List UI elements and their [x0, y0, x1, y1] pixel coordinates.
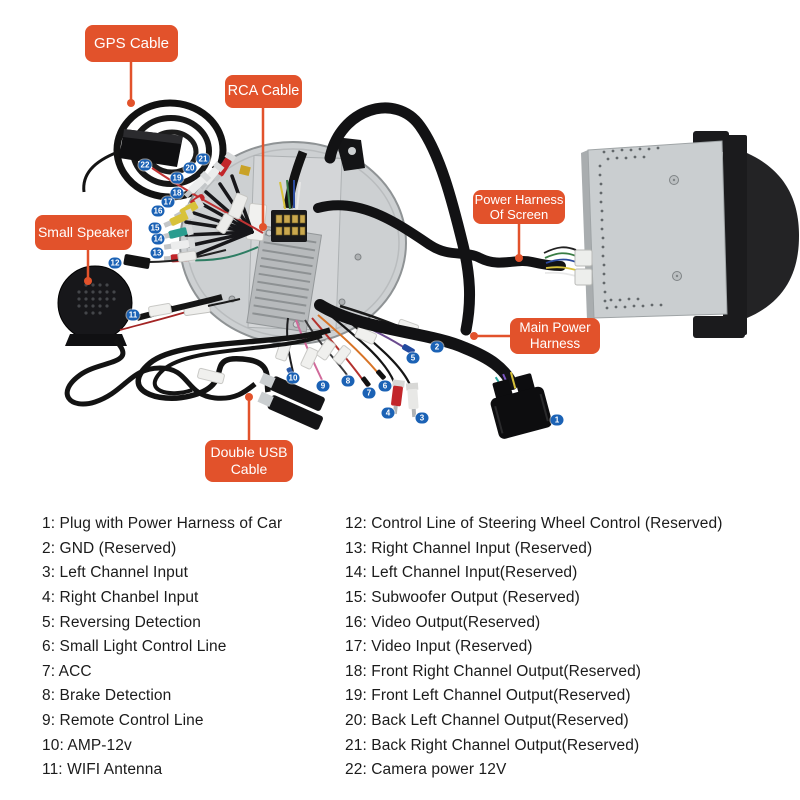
legend-item: 3: Left Channel Input	[42, 564, 189, 582]
legend-item: 2: GND (Reserved)	[42, 539, 177, 557]
wire-legend: 1: Plug with Power Harness of Car 2: GND…	[42, 512, 785, 783]
steering-wheel-control-wire	[123, 249, 227, 269]
legend-column-left: 1: Plug with Power Harness of Car 2: GND…	[42, 512, 345, 783]
rca-cable-bundle	[123, 151, 264, 269]
callout-double-usb-cable: Double USB Cable	[205, 440, 293, 482]
wire-number-badge: 14	[151, 233, 165, 245]
wire-number-badge: 5	[406, 352, 420, 364]
heatsink	[246, 225, 323, 333]
car-power-plug	[490, 371, 552, 439]
screen-unit	[581, 131, 799, 338]
small-speaker	[57, 265, 257, 407]
wire-number-badge: 21	[196, 153, 210, 165]
chassis-screws	[669, 175, 682, 281]
wire-number-badge: 17	[161, 196, 175, 208]
wire-number-badge: 3	[415, 412, 429, 424]
callout-power-harness-of-screen: Power Harness Of Screen	[473, 190, 565, 224]
legend-item: 21: Back Right Channel Output(Reserved)	[345, 736, 640, 754]
wire-number-badge: 4	[381, 407, 395, 419]
legend-item: 10: AMP-12v	[42, 736, 132, 754]
double-usb-cable	[135, 327, 331, 430]
callout-small-speaker: Small Speaker	[35, 215, 132, 250]
legend-item: 18: Front Right Channel Output(Reserved)	[345, 662, 642, 680]
wire-number-badge: 15	[148, 222, 162, 234]
legend-item: 17: Video Input (Reserved)	[345, 638, 533, 656]
rca-plug-right-input	[405, 382, 419, 418]
legend-item: 6: Small Light Control Line	[42, 638, 227, 656]
wire-number-badge: 7	[362, 387, 376, 399]
legend-item: 4: Right Chanbel Input	[42, 589, 199, 607]
product-photo	[57, 62, 799, 440]
wire-number-badge: 9	[316, 380, 330, 392]
wire-number-badge: 6	[378, 380, 392, 392]
cable-sweeps	[313, 102, 566, 336]
legend-item: 20: Back Left Channel Output(Reserved)	[345, 712, 629, 730]
gps-antenna	[82, 99, 260, 225]
head-unit-disc	[179, 137, 407, 345]
rca-plug-left-input	[391, 379, 405, 415]
wire-number-badge: 10	[286, 372, 300, 384]
wire-number-badge: 22	[138, 159, 152, 171]
legend-item: 14: Left Channel Input(Reserved)	[345, 564, 578, 582]
callout-main-power-harness: Main Power Harness	[510, 318, 600, 354]
vent-holes	[598, 146, 663, 310]
legend-item: 22: Camera power 12V	[345, 761, 507, 779]
wire-number-badge: 13	[150, 247, 164, 259]
legend-column-right: 12: Control Line of Steering Wheel Contr…	[345, 512, 785, 783]
legend-item: 15: Subwoofer Output (Reserved)	[345, 589, 580, 607]
usb-plugs	[257, 372, 325, 430]
legend-item: 13: Right Channel Input (Reserved)	[345, 539, 593, 557]
legend-item: 11: WIFI Antenna	[42, 761, 163, 779]
wire-number-badge: 20	[183, 162, 197, 174]
legend-item: 7: ACC	[42, 662, 92, 680]
wire-number-badge: 12	[108, 257, 122, 269]
wire-number-badge: 16	[151, 205, 165, 217]
wire-number-badge: 18	[170, 187, 184, 199]
callout-rca-cable: RCA Cable	[225, 75, 302, 108]
screen-harness-connector	[543, 246, 593, 286]
wire-number-badge: 19	[170, 172, 184, 184]
callout-gps-cable: GPS Cable	[85, 25, 178, 62]
main-power-harness	[314, 299, 552, 439]
wire-number-badge: 1	[550, 414, 564, 426]
speaker-grille	[77, 283, 116, 315]
wire-number-badge: 8	[341, 375, 355, 387]
wire-number-badge: 2	[430, 341, 444, 353]
wire-number-badge: 11	[126, 309, 140, 321]
callout-leader-lines	[84, 62, 523, 440]
legend-item: 1: Plug with Power Harness of Car	[42, 515, 283, 533]
legend-item: 19: Front Left Channel Output(Reserved)	[345, 687, 631, 705]
legend-item: 5: Reversing Detection	[42, 613, 202, 631]
legend-item: 9: Remote Control Line	[42, 712, 204, 730]
legend-item: 8: Brake Detection	[42, 687, 172, 705]
legend-item: 12: Control Line of Steering Wheel Contr…	[345, 515, 723, 533]
legend-item: 16: Video Output(Reserved)	[345, 613, 541, 631]
